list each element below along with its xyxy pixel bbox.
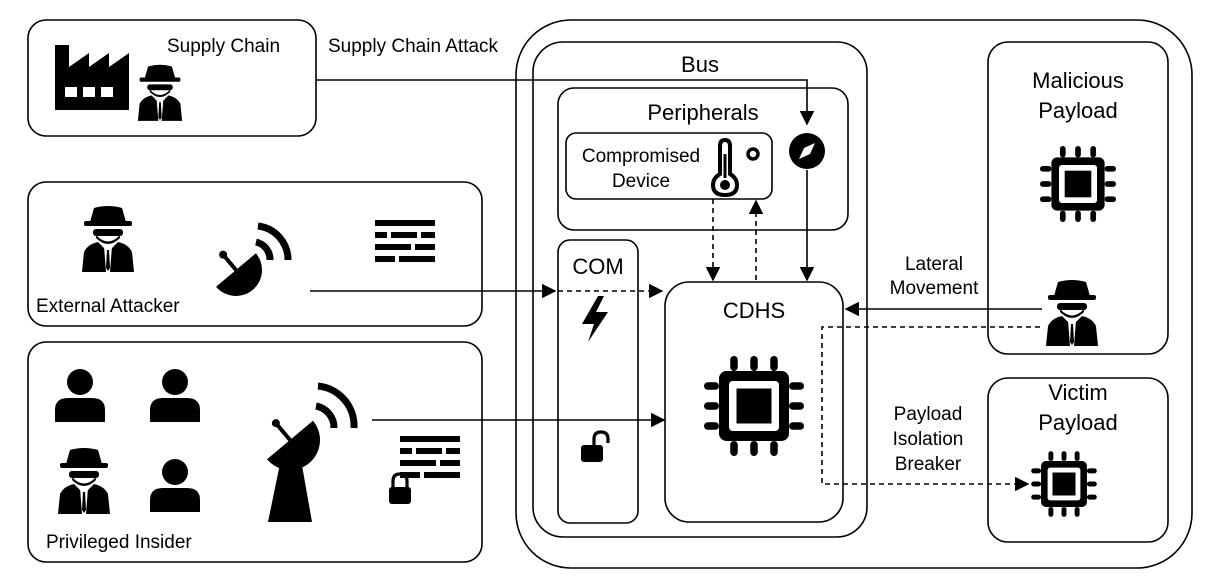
com-box xyxy=(557,239,639,524)
breaker-label: Breaker xyxy=(895,454,962,475)
thermometer-icon xyxy=(710,137,760,198)
compass-icon xyxy=(789,133,825,169)
victim-payload-label: Payload xyxy=(1038,410,1118,435)
peripherals-label: Peripherals xyxy=(647,100,758,125)
satellite-dish-icon xyxy=(216,222,292,296)
factory-icon xyxy=(55,45,129,110)
malicious-payload-label: Payload xyxy=(1038,98,1118,123)
satellite-dish-icon xyxy=(267,382,358,522)
external-attacker-box xyxy=(27,181,483,327)
breaker-payload-label: Payload xyxy=(894,404,963,425)
privileged-insider-box xyxy=(27,341,483,563)
movement-label: Movement xyxy=(890,278,979,299)
privileged-insider-label: Privileged Insider xyxy=(46,532,192,553)
lateral-label: Lateral xyxy=(905,254,963,275)
supply-chain-label: Supply Chain xyxy=(167,36,280,57)
device-label: Device xyxy=(612,171,670,192)
compromised-label: Compromised xyxy=(582,146,700,167)
com-label: COM xyxy=(572,254,623,279)
external-attacker-label: External Attacker xyxy=(36,296,180,317)
victim-label: Victim xyxy=(1048,380,1108,405)
lightning-icon xyxy=(582,296,608,342)
malicious-label: Malicious xyxy=(1032,68,1124,93)
unlock-icon xyxy=(581,430,610,462)
cdhs-label: CDHS xyxy=(723,298,785,323)
supply-chain-attack-label: Supply Chain Attack xyxy=(328,36,499,57)
bus-label: Bus xyxy=(681,52,719,77)
supply-chain-attack-arrow xyxy=(316,79,815,126)
breaker-isolation-label: Isolation xyxy=(893,429,964,450)
isolation-breaker-arrow xyxy=(821,326,1040,492)
